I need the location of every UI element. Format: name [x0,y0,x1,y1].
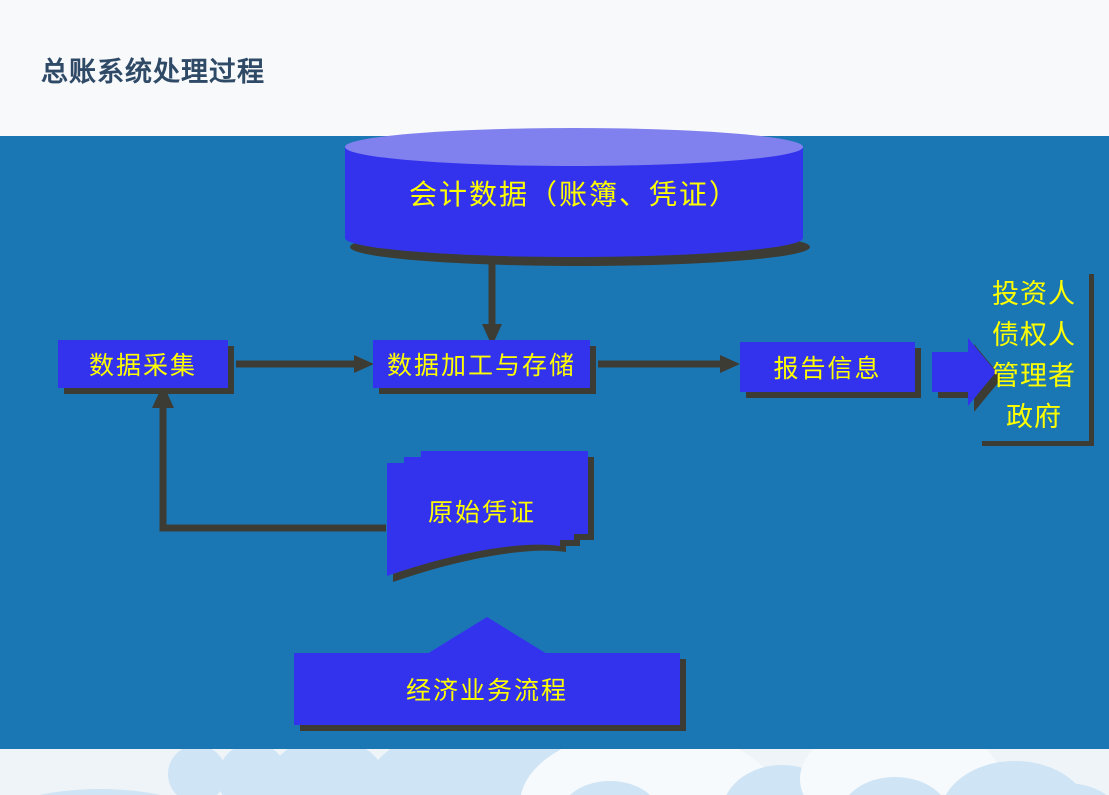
recipient-item-1: 债权人 [992,320,1076,350]
recipient-item-0: 投资人 [992,279,1076,309]
node-collect-label: 数据采集 [88,353,197,380]
node-report-label: 报告信息 [773,356,882,383]
recipients-group[interactable]: 投资人 债权人 管理者 政府 [982,274,1094,446]
node-process-label: 数据加工与存储 [386,353,576,380]
cylinder-top-ellipse [345,128,803,166]
diagram-stage: 会计数据（账簿、凭证） 数据采集 数据加工与存储 报告信息 投资人 债权人 管理… [0,128,1109,749]
node-business[interactable]: 经济业务流程 [294,653,680,725]
cloud-shape [0,789,200,795]
node-source-label: 原始凭证 [427,500,536,527]
node-source[interactable]: 原始凭证 [387,491,577,531]
footer-cloud-band [0,749,1109,795]
recipient-item-2: 管理者 [992,361,1076,391]
node-source-document[interactable] [0,136,1109,749]
node-process[interactable]: 数据加工与存储 [373,340,590,388]
recipients-bracket-horizontal [982,441,1094,446]
slide-header: 总账系统处理过程 [0,0,1109,136]
node-report[interactable]: 报告信息 [740,342,915,392]
node-collect[interactable]: 数据采集 [58,340,228,388]
node-business-label: 经济业务流程 [405,678,568,705]
cloud-shape [840,777,950,795]
datastore-label: 会计数据（账簿、凭证） [408,180,739,211]
cloud-shape [168,749,226,795]
page-title: 总账系统处理过程 [41,57,265,87]
node-source-fill [387,451,588,576]
recipient-item-3: 政府 [1006,402,1062,432]
recipients-bracket-vertical [1089,274,1094,442]
